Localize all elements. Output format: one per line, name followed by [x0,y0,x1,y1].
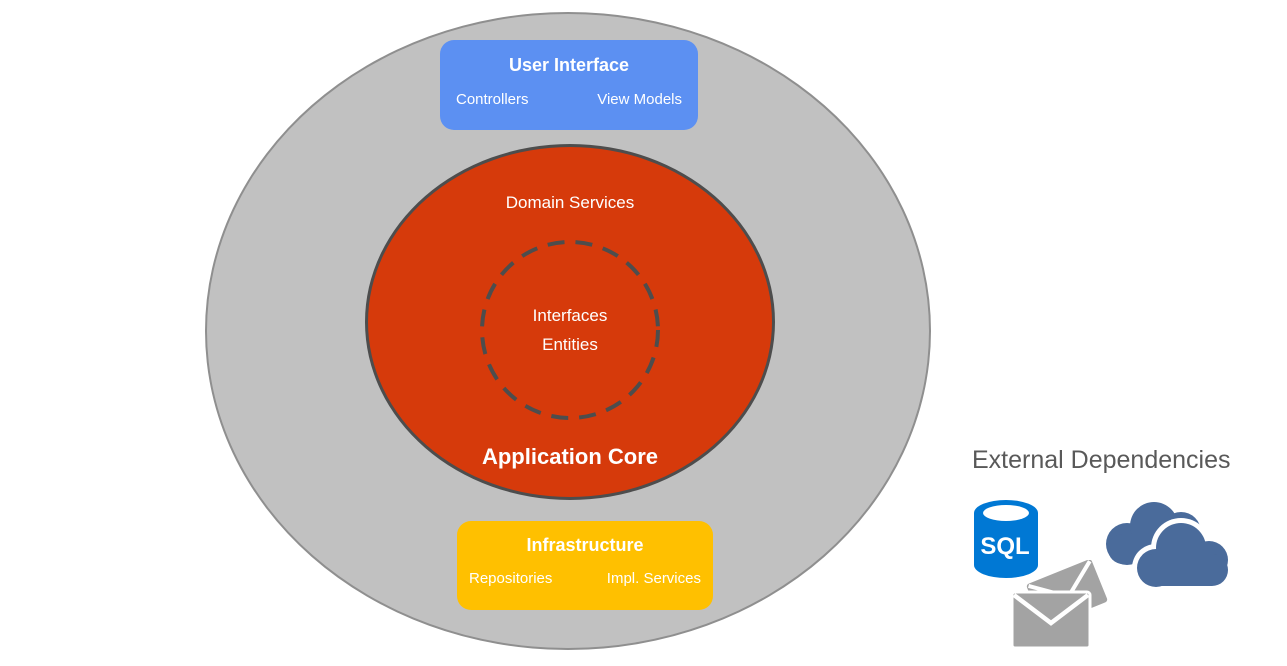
infrastructure-title: Infrastructure [526,535,644,555]
user-interface-item-controllers: Controllers [456,91,529,108]
application-core-ellipse [365,144,775,500]
external-dependencies-title: External Dependencies [972,446,1231,474]
user-interface-item-view-models: View Models [597,91,682,108]
cloud-icon [1082,492,1234,597]
inner-circle-labels: Interfaces Entities [478,238,662,422]
infrastructure-item-impl-services: Impl. Services [606,570,701,587]
inner-dashed-circle [478,238,662,422]
infrastructure-box: Infrastructure Repositories Impl. Servic… [457,521,713,610]
dashed-circle-graphic [480,240,660,420]
user-interface-items: Controllers View Models [440,91,698,108]
user-interface-box: User Interface Controllers View Models [440,40,698,130]
interfaces-label: Interfaces [532,305,608,325]
sql-icon-label: SQL [980,533,1029,560]
application-core-title: Application Core [481,444,658,469]
user-interface-title: User Interface [508,55,630,75]
infrastructure-item-repositories: Repositories [469,570,553,587]
entities-label: Entities [542,334,598,354]
sql-database-icon: SQL [970,498,1042,587]
domain-services-label: Domain Services [505,193,635,212]
infrastructure-items: Repositories Impl. Services [457,570,713,587]
email-envelopes-icon [1005,559,1117,663]
